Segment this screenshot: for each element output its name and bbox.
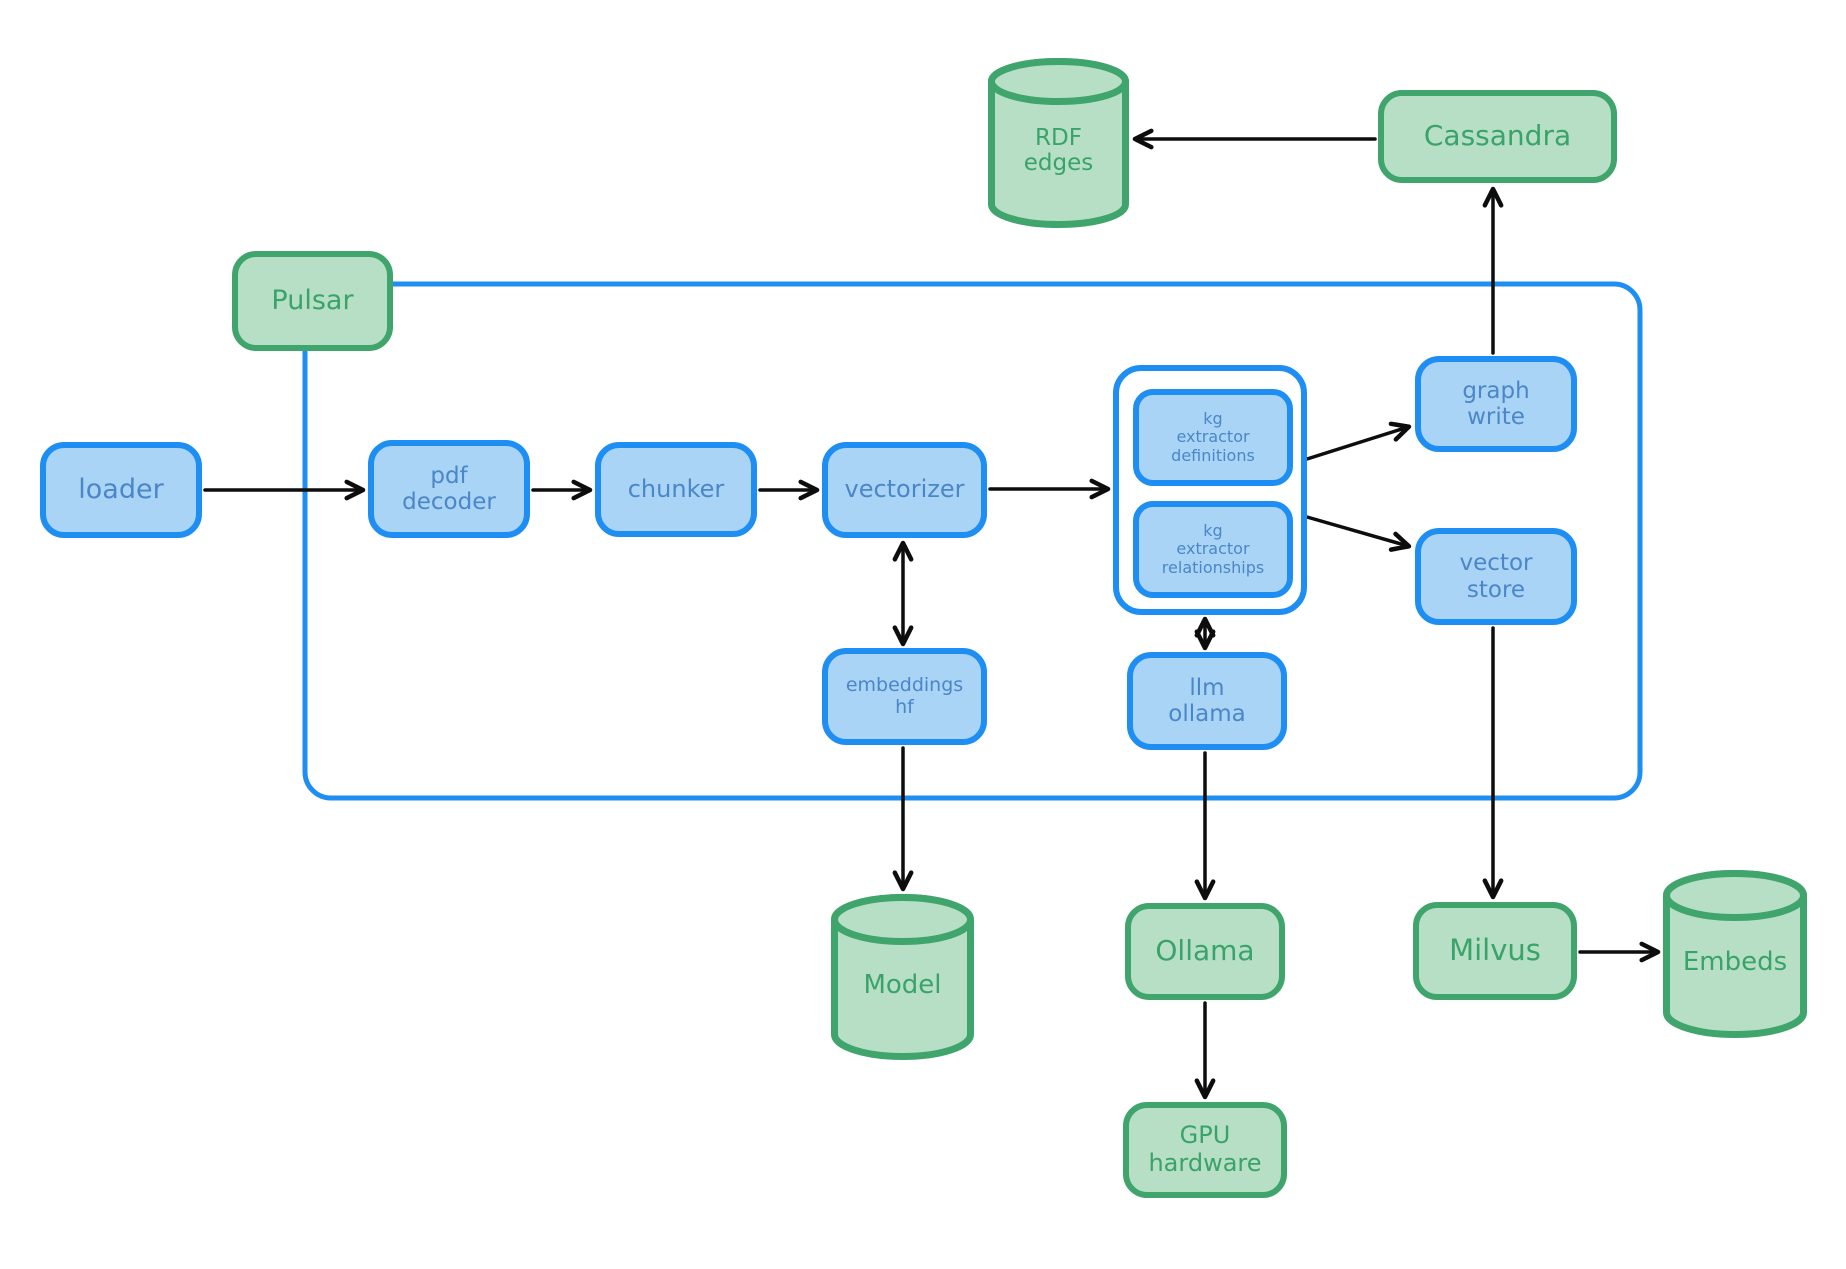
node-embeddings-hf: embeddings hf	[822, 648, 987, 745]
node-ollama: Ollama	[1125, 903, 1285, 1000]
node-loader-label: loader	[78, 474, 164, 506]
node-kg-extractor-relationships-label: kg extractor relationships	[1161, 520, 1265, 577]
node-chunker-label: chunker	[627, 474, 725, 503]
node-llm-ollama-label: llm ollama	[1168, 674, 1246, 727]
node-rdf-edges: RDF edges	[988, 58, 1129, 228]
node-cassandra-label: Cassandra	[1423, 119, 1572, 153]
edge-kg-extractor-vector-store	[1305, 515, 1412, 552]
node-loader: loader	[40, 442, 202, 538]
node-model-label: Model	[863, 969, 942, 1000]
edge-kg-extractor-graph-write	[1305, 421, 1412, 461]
node-vector-store-label: vector store	[1459, 550, 1533, 603]
database-cylinder-icon	[1663, 870, 1807, 1038]
node-embeddings-hf-label: embeddings hf	[845, 673, 964, 718]
node-gpu-hardware: GPU hardware	[1123, 1102, 1287, 1198]
node-embeds: Embeds	[1663, 870, 1807, 1038]
database-cylinder-icon	[831, 894, 974, 1060]
database-cylinder-icon	[988, 58, 1129, 228]
node-embeds-label: Embeds	[1682, 946, 1788, 977]
node-cassandra: Cassandra	[1378, 90, 1617, 183]
node-pulsar-label: Pulsar	[271, 285, 354, 317]
pulsar-boundary-box	[302, 281, 1643, 801]
node-kg-extractor-definitions: kg extractor definitions	[1133, 389, 1293, 486]
node-pdf-decoder-label: pdf decoder	[402, 462, 496, 515]
node-rdf-edges-label: RDF edges	[1023, 124, 1094, 176]
node-milvus: Milvus	[1413, 902, 1577, 1000]
node-gpu-hardware-label: GPU hardware	[1148, 1121, 1262, 1177]
node-vectorizer: vectorizer	[822, 442, 987, 538]
node-kg-extractor-definitions-label: kg extractor definitions	[1171, 408, 1255, 465]
node-chunker: chunker	[595, 442, 757, 537]
kg-extractor-group: kg extractor definitions kg extractor re…	[1113, 365, 1307, 615]
node-vector-store: vector store	[1415, 528, 1577, 625]
node-model: Model	[831, 894, 974, 1060]
node-graph-write: graph write	[1415, 356, 1577, 452]
node-ollama-label: Ollama	[1155, 934, 1255, 968]
node-llm-ollama: llm ollama	[1127, 652, 1287, 750]
node-kg-extractor-relationships: kg extractor relationships	[1133, 501, 1293, 598]
node-milvus-label: Milvus	[1449, 933, 1541, 968]
node-pdf-decoder: pdf decoder	[368, 440, 530, 538]
node-vectorizer-label: vectorizer	[844, 475, 965, 504]
node-graph-write-label: graph write	[1462, 377, 1530, 430]
node-pulsar: Pulsar	[232, 251, 393, 351]
